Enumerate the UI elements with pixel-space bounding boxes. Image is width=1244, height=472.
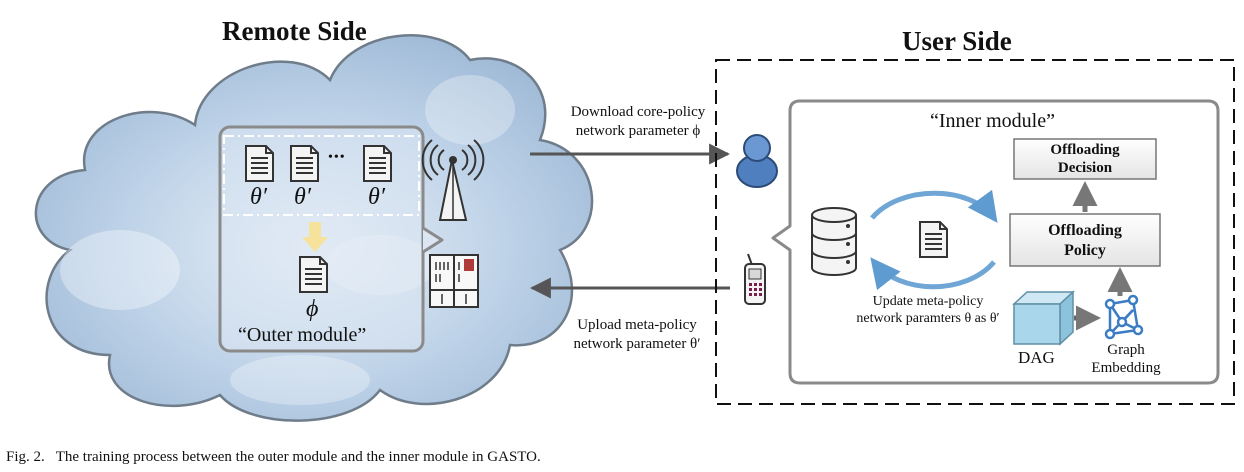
user-side-frame bbox=[715, 59, 1235, 405]
phone-icon bbox=[744, 253, 766, 305]
update-cycle-arrow bbox=[870, 257, 996, 291]
graph-embedding-icon bbox=[1104, 294, 1144, 340]
phi-label: ϕ bbox=[306, 296, 319, 322]
document-icon bbox=[299, 256, 328, 293]
offloading-decision-box bbox=[1013, 138, 1157, 180]
theta-prime-label: θ′ bbox=[250, 184, 268, 210]
meta-parameters-group bbox=[223, 135, 420, 216]
dag-cube bbox=[1012, 290, 1075, 346]
aggregate-arrow bbox=[302, 222, 328, 252]
ellipsis: ••• bbox=[328, 150, 346, 165]
inner-module-label: “Inner module” bbox=[930, 110, 1055, 132]
outer-module-label: “Outer module” bbox=[238, 324, 367, 346]
upload-label: Upload meta-policy network parameter θ′ bbox=[573, 317, 701, 352]
document-icon bbox=[919, 221, 948, 258]
user-side-title: User Side bbox=[902, 26, 1012, 56]
theta-prime-label: θ′ bbox=[368, 184, 386, 210]
database-icon bbox=[811, 207, 857, 276]
user-icon bbox=[736, 134, 778, 188]
document-icon bbox=[245, 145, 274, 182]
antenna-icon bbox=[421, 139, 485, 221]
figure-caption: Fig. 2. The training process between the… bbox=[6, 449, 541, 465]
theta-prime-label: θ′ bbox=[294, 184, 312, 210]
download-label: Download core-policy network parameter ϕ bbox=[570, 104, 706, 139]
offloading-policy-box bbox=[1009, 213, 1161, 267]
update-label: Update meta-policy network paramters θ a… bbox=[856, 294, 1000, 326]
document-icon bbox=[363, 145, 392, 182]
dag-label: DAG bbox=[1018, 348, 1055, 367]
graph-embedding-label: Graph Embedding bbox=[1091, 342, 1161, 376]
offloading-decision-label: Offloading Decision bbox=[1050, 142, 1120, 176]
document-icon bbox=[290, 145, 319, 182]
update-cycle-arrow bbox=[870, 189, 998, 223]
offloading-policy-label: Offloading Policy bbox=[1048, 222, 1122, 259]
server-icon bbox=[429, 254, 479, 308]
remote-side-title: Remote Side bbox=[222, 16, 367, 46]
